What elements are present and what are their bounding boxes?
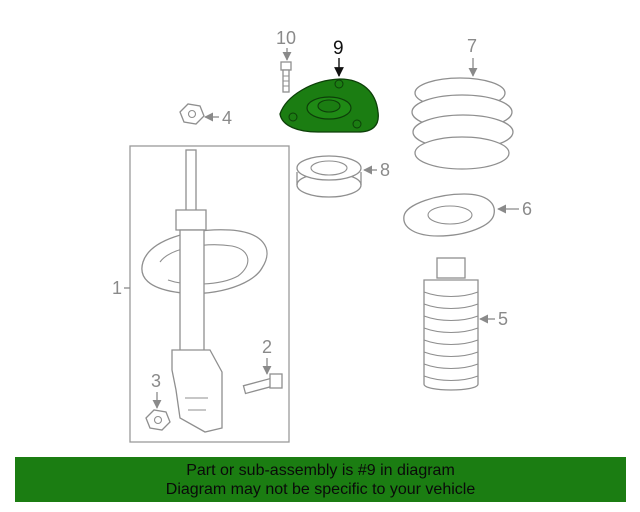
callout-8: 8	[380, 160, 390, 180]
insulator-8	[296, 155, 362, 198]
callout-7: 7	[467, 36, 477, 56]
callout-4: 4	[222, 108, 232, 128]
banner-line-2: Diagram may not be specific to your vehi…	[165, 480, 476, 498]
callout-2: 2	[262, 337, 272, 357]
parts-diagram: 1 2 3 4 5 6 7 8 9 10	[112, 28, 532, 443]
nut-4	[179, 103, 205, 125]
strut-assembly	[129, 145, 290, 443]
banner-line-1: Part or sub-assembly is #9 in diagram	[186, 461, 455, 479]
coil-spring-7	[411, 77, 514, 170]
callout-10: 10	[276, 28, 296, 48]
callout-5: 5	[498, 309, 508, 329]
strut-mount-9	[279, 78, 379, 133]
dust-boot-5	[423, 257, 479, 391]
nut-3	[145, 409, 171, 431]
callout-1: 1	[112, 278, 122, 298]
spring-seat-6	[403, 193, 495, 237]
info-banner: Part or sub-assembly is #9 in diagram Di…	[15, 457, 626, 502]
callout-6: 6	[522, 199, 532, 219]
callout-3: 3	[151, 371, 161, 391]
bolt-10	[280, 61, 292, 93]
callout-9: 9	[333, 38, 344, 59]
bolt-2	[242, 373, 283, 395]
